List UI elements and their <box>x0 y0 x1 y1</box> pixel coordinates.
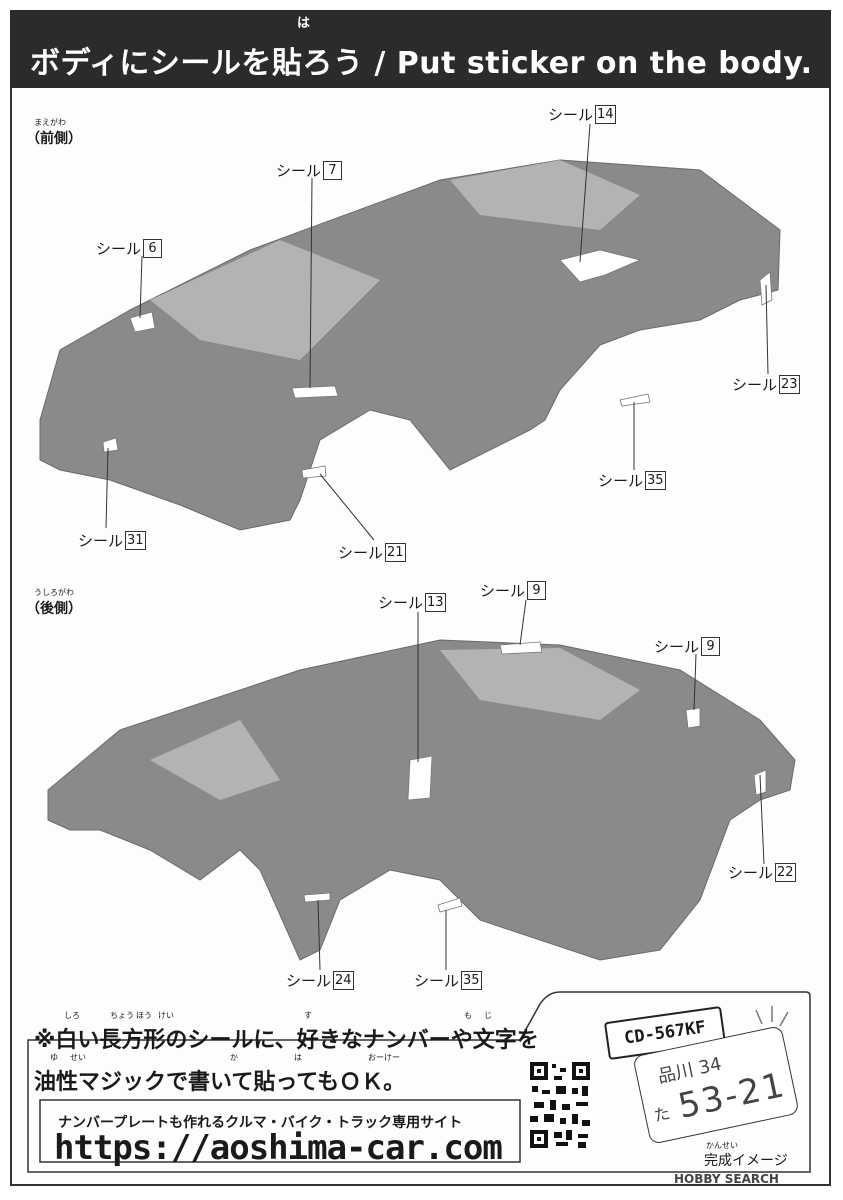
callout-number: 35 <box>645 471 666 490</box>
callout-number: 24 <box>333 971 354 990</box>
note-text-2: 油性マジックで書いて貼ってもＯＫ。 <box>34 1070 406 1095</box>
callout-text: シール <box>414 972 460 990</box>
note-ruby: は <box>294 1053 302 1062</box>
website-url-link[interactable]: https://aoshima-car.com <box>54 1128 503 1168</box>
note-ruby: おーけー <box>368 1053 400 1062</box>
header-ruby: は <box>297 16 311 31</box>
note-ruby: けい <box>158 1011 174 1020</box>
front-car-body <box>39 159 781 531</box>
callout-number: 13 <box>425 593 446 612</box>
rear-section-text: （後側） <box>26 601 82 617</box>
note-ruby: ゆ <box>50 1053 58 1062</box>
watermark-text: HOBBY SEARCH <box>674 1172 779 1186</box>
callout-number: 14 <box>595 105 616 124</box>
callout-number: 9 <box>701 637 721 656</box>
callout-text: シール <box>728 864 774 882</box>
front-car-windows <box>150 160 640 360</box>
rear-leader-lines <box>317 599 765 971</box>
completion-label: かんせい 完成イメージ <box>704 1141 788 1170</box>
callout-text: シール <box>286 972 332 990</box>
callout-text: シール <box>654 638 700 656</box>
callout-number: 6 <box>143 239 163 258</box>
rear-car-body <box>47 639 796 961</box>
website-box <box>39 1099 521 1163</box>
note-ruby: ちょう <box>110 1011 134 1020</box>
front-section-ruby: まえがわ <box>34 118 66 127</box>
callout-number: 23 <box>779 375 800 394</box>
callout-number: 7 <box>323 161 343 180</box>
plate-kana: た <box>652 1103 672 1126</box>
note-line-2: ゆ せい か は おーけー 油性マジックで書いて貼ってもＯＫ。 <box>34 1053 406 1096</box>
note-ruby: せい <box>70 1053 86 1062</box>
note-ruby: す <box>304 1011 312 1020</box>
front-section-label: まえがわ （前側） <box>26 118 82 148</box>
callout-text: シール <box>732 376 778 394</box>
note-ruby: も <box>464 1011 472 1020</box>
sparkle-lines <box>755 1006 789 1027</box>
callout-text: シール <box>480 582 526 600</box>
callout-text: シール <box>598 472 644 490</box>
note-line-1: しろ ちょう ほう けい す も じ ※白い長方形のシールに、好きなナンバーや文… <box>34 1011 539 1054</box>
callout-text: シール <box>338 544 384 562</box>
callout-text: シール <box>548 106 594 124</box>
bottom-info-box <box>27 991 811 1173</box>
rear-section-label: うしろがわ （後側） <box>26 588 82 618</box>
front-leader-lines <box>105 123 769 541</box>
note-ruby: ほう <box>136 1011 152 1020</box>
note-ruby: か <box>230 1053 238 1062</box>
callout-text: シール <box>96 240 142 258</box>
note-text-1: ※白い長方形のシールに、好きなナンバーや文字を <box>34 1028 539 1053</box>
front-section-text: （前側） <box>26 131 82 147</box>
completion-ruby: かんせい <box>706 1141 738 1150</box>
rear-car-windows <box>150 648 640 800</box>
callout-number: 9 <box>527 581 547 600</box>
callout-text: シール <box>378 594 424 612</box>
callout-number: 21 <box>385 543 406 562</box>
callout-text: シール <box>276 162 322 180</box>
website-caption: ナンバープレートも作れるクルマ・バイク・トラック専用サイト <box>58 1115 463 1131</box>
callout-number: 22 <box>775 863 796 882</box>
completion-text: 完成イメージ <box>704 1153 788 1169</box>
page-title: ボディにシールを貼ろう / Put sticker on the body. <box>30 46 813 81</box>
callout-number: 31 <box>125 531 146 550</box>
note-ruby: じ <box>484 1011 492 1020</box>
rear-section-ruby: うしろがわ <box>34 588 74 597</box>
callout-number: 35 <box>461 971 482 990</box>
rear-sticker-marks <box>303 641 767 913</box>
note-ruby: しろ <box>64 1011 80 1020</box>
callout-text: シール <box>78 532 124 550</box>
header-bar: は ボディにシールを貼ろう / Put sticker on the body. <box>10 10 831 88</box>
qr-code-icon <box>528 1060 592 1150</box>
